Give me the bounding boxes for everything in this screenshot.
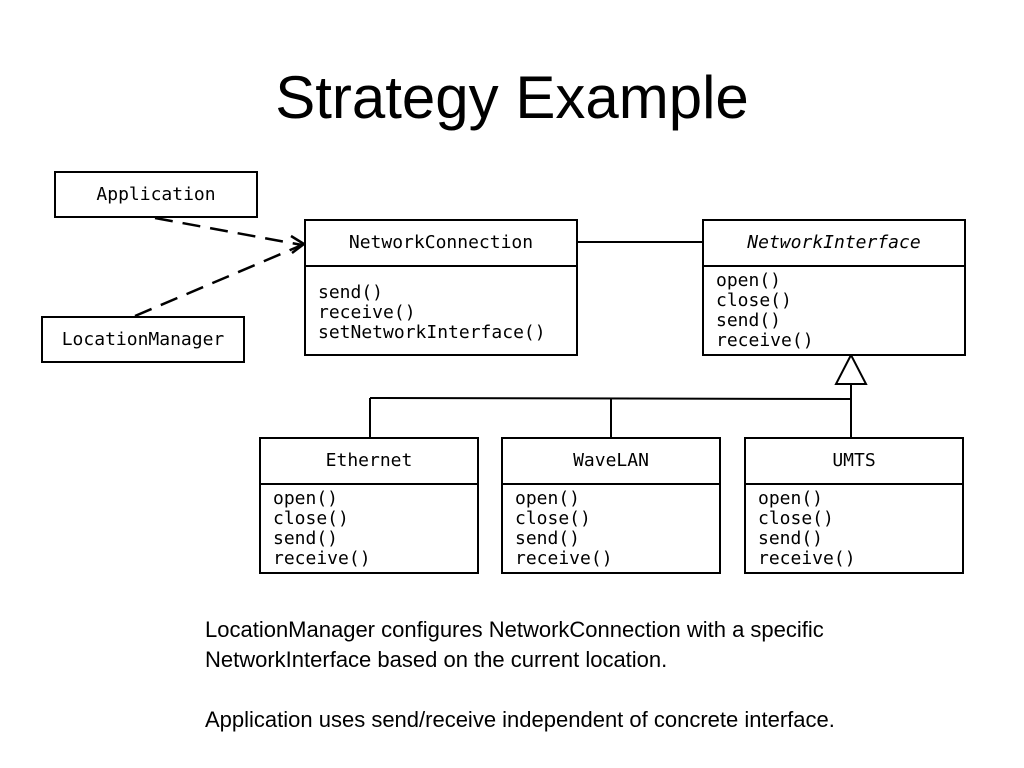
operation: open() [515,488,581,509]
network-connection-class-name: NetworkConnection [306,221,576,267]
network-interface-class: NetworkInterface open() close() send() r… [702,219,966,356]
operation: setNetworkInterface() [318,322,546,343]
wavelan-operations: open() close() send() receive() [503,485,719,569]
caption-line-3: Application uses send/receive independen… [205,707,835,732]
operation: close() [515,508,591,529]
location-manager-class: LocationManager [41,316,245,363]
operation: receive() [758,548,856,569]
operation: open() [273,488,339,509]
umts-class-name: UMTS [746,439,962,485]
operation: receive() [318,302,416,323]
operation: close() [716,290,792,311]
wavelan-class-name: WaveLAN [503,439,719,485]
ethernet-operations: open() close() send() receive() [261,485,477,569]
operation: close() [758,508,834,529]
application-class-name: Application [96,184,216,205]
network-interface-operations: open() close() send() receive() [704,267,964,351]
operation: send() [318,282,384,303]
caption-line-2: NetworkInterface based on the current lo… [205,647,668,672]
application-class: Application [54,171,258,218]
network-connection-class: NetworkConnection send() receive() setNe… [304,219,578,356]
slide-title: Strategy Example [275,64,749,131]
operation: send() [758,528,824,549]
dependency-line-application [154,216,303,247]
ethernet-class: Ethernet open() close() send() receive() [259,437,479,574]
inheritance-triangle [834,352,868,385]
operation: receive() [716,330,814,351]
wavelan-class: WaveLAN open() close() send() receive() [501,437,721,574]
network-connection-operations: send() receive() setNetworkInterface() [306,267,576,343]
operation: close() [273,508,349,529]
ethernet-class-name: Ethernet [261,439,477,485]
operation: open() [758,488,824,509]
operation: receive() [273,548,371,569]
operation: send() [716,310,782,331]
umts-class: UMTS open() close() send() receive() [744,437,964,574]
caption-line-1: LocationManager configures NetworkConnec… [205,617,824,642]
operation: receive() [515,548,613,569]
location-manager-class-name: LocationManager [61,329,225,350]
operation: send() [515,528,581,549]
operation: send() [273,528,339,549]
umts-operations: open() close() send() receive() [746,485,962,569]
dependency-line-location-manager [134,243,303,318]
operation: open() [716,270,782,291]
network-interface-class-name: NetworkInterface [704,221,964,267]
